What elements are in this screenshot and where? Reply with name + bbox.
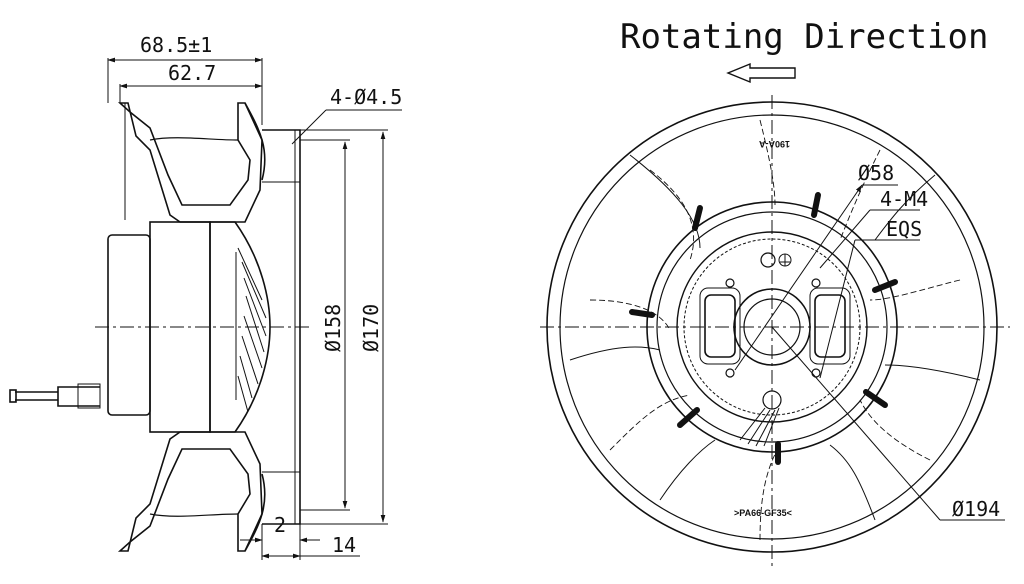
- dim-overall-length: 68.5±1: [140, 33, 212, 57]
- rotating-direction-title: Rotating Direction: [620, 17, 988, 57]
- side-view: [9, 57, 402, 560]
- dim-flange-depth: 14: [332, 533, 356, 557]
- leader-impeller-dia: [771, 326, 941, 521]
- mounting-flange: [262, 129, 301, 525]
- hole-leader: [291, 109, 327, 145]
- lower-blade-profile: [117, 431, 263, 552]
- motor-front-dome: [209, 221, 271, 433]
- leader-hub-dia: [734, 184, 863, 371]
- motor-fins: [235, 247, 267, 413]
- motor-rear-cap: [107, 234, 151, 416]
- part-code-label: 190A-A: [758, 139, 790, 149]
- dim-flange-thickness: 2: [274, 513, 286, 537]
- ground-screw: [760, 252, 776, 268]
- material-mark-label: >PA66-GF35<: [734, 508, 792, 518]
- upper-blade-profile: [117, 102, 263, 223]
- motor-plate: [676, 231, 868, 423]
- dim-inner-diameter: Ø158: [321, 304, 345, 352]
- motor-window-left: [704, 294, 736, 358]
- dim-outer-diameter: Ø170: [359, 304, 383, 352]
- hub-fins: [629, 192, 898, 465]
- rotation-arrow: [726, 62, 796, 84]
- dim-thread-count: 4-M4: [880, 187, 928, 211]
- dim-eqs: EQS: [886, 217, 922, 241]
- hub-outer-ring: [646, 201, 898, 453]
- impeller-blades: [589, 119, 961, 541]
- dim-body-length: 62.7: [168, 61, 216, 85]
- cable-exit: [762, 390, 782, 410]
- dim-hub-diameter: Ø58: [858, 161, 894, 185]
- front-view: [540, 95, 1010, 568]
- cable-gland: [57, 386, 100, 407]
- motor-window-right: [814, 294, 846, 358]
- dim-hole-count: 4-Ø4.5: [330, 85, 402, 109]
- dim-impeller-diameter: Ø194: [952, 497, 1000, 521]
